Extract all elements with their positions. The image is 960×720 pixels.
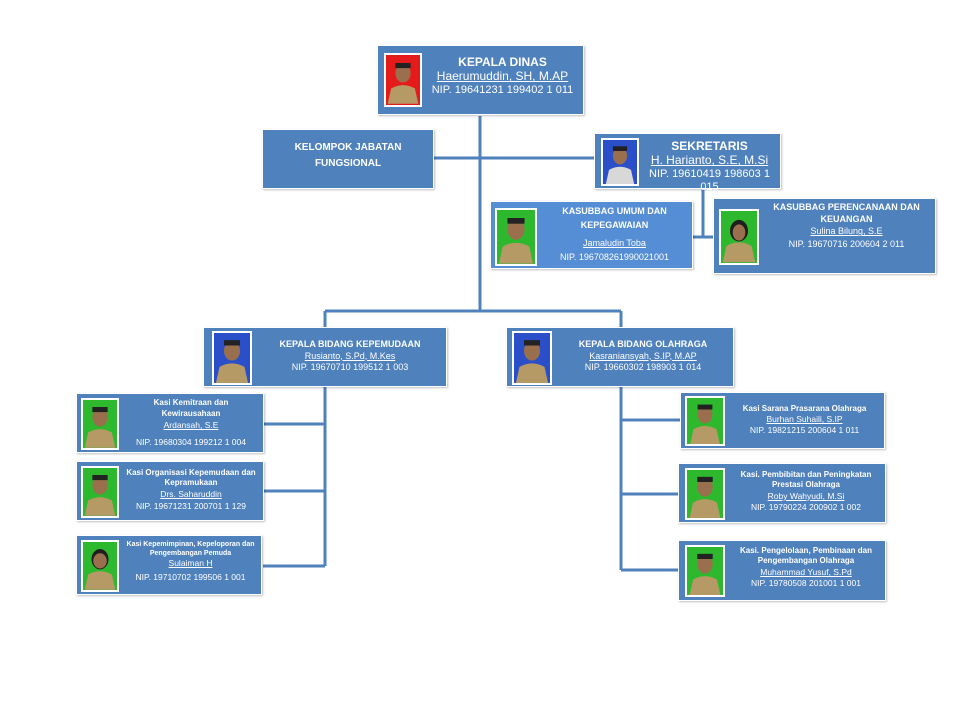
kasi-pengelolaan-box: Kasi. Pengelolaan, Pembinaan dan Pengemb… bbox=[678, 540, 886, 601]
kasi-kepemimpinan-name: Sulaiman H bbox=[168, 558, 213, 569]
kasi-kepemimpinan-photo bbox=[81, 540, 119, 592]
person-silhouette-icon bbox=[84, 475, 116, 516]
kasi-organisasi-photo bbox=[81, 466, 119, 518]
kasi-sarana-name: Burhan Suhaili, S.IP bbox=[766, 414, 843, 425]
kabid-olahraga-box: KEPALA BIDANG OLAHRAGA Kasraniansyah, S.… bbox=[506, 327, 734, 387]
person-silhouette-icon bbox=[84, 549, 116, 590]
kabid-olahraga-photo bbox=[512, 331, 552, 385]
person-silhouette-icon bbox=[605, 146, 635, 184]
kasubbag-perencanaan-nip: NIP. 19670716 200604 2 011 bbox=[788, 239, 905, 250]
sekretaris-nip: NIP. 19610419 198603 1 015 bbox=[649, 167, 770, 193]
kelompok-jabatan-fungsional-box: KELOMPOK JABATAN FUNGSIONAL bbox=[262, 129, 434, 189]
kasi-pembibitan-name: Roby Wahyudi, M.Si bbox=[767, 490, 845, 501]
sekretaris-photo bbox=[601, 138, 639, 186]
kasi-pembibitan-photo bbox=[685, 468, 725, 520]
person-silhouette-icon bbox=[84, 407, 116, 448]
kasi-kepemimpinan-title: Kasi Kepemimpinan, Kepeloporan dan Penge… bbox=[126, 541, 255, 558]
person-silhouette-icon bbox=[515, 340, 549, 383]
kepala-dinas-name: Haerumuddin, SH, M.AP bbox=[436, 69, 569, 84]
kepala-dinas-title: KEPALA DINAS bbox=[458, 55, 547, 69]
kasi-pengelolaan-photo bbox=[685, 545, 725, 597]
kasubbag-umum-box: KASUBBAG UMUM DAN KEPEGAWAIAN Jamaludin … bbox=[490, 201, 693, 269]
kasi-kemitraan-title: Kasi Kemitraan dan Kewirausahaan bbox=[153, 398, 229, 418]
kasi-sarana-photo bbox=[685, 396, 725, 446]
person-silhouette-icon bbox=[690, 404, 720, 444]
kepala-dinas-nip: NIP. 19641231 199402 1 011 bbox=[431, 83, 574, 96]
sekretaris-box: SEKRETARIS H. Harianto, S.E, M.Si NIP. 1… bbox=[594, 133, 781, 193]
kabid-kepemudaan-nip: NIP. 19670710 199512 1 003 bbox=[291, 362, 409, 373]
kasubbag-umum-name: Jamaludin Toba bbox=[583, 238, 646, 248]
kasi-sarana-box: Kasi Sarana Prasarana Olahraga Burhan Su… bbox=[680, 392, 885, 449]
person-silhouette-icon bbox=[722, 219, 756, 263]
kasubbag-perencanaan-box: KASUBBAG PERENCANAAN DAN KEUANGAN Sulina… bbox=[713, 198, 936, 274]
kasi-pembibitan-box: Kasi. Pembibitan dan Peningkatan Prestas… bbox=[678, 463, 886, 523]
fungsional-line-1: KELOMPOK JABATAN bbox=[294, 142, 402, 153]
sekretaris-name: H. Harianto, S.E, M.Si bbox=[650, 153, 769, 168]
kasi-organisasi-title: Kasi Organisasi Kepemudaan dan Kepramuka… bbox=[126, 468, 256, 488]
kasi-sarana-title: Kasi Sarana Prasarana Olahraga bbox=[742, 404, 867, 413]
kasi-sarana-nip: NIP. 19821215 200604 1 011 bbox=[749, 425, 860, 436]
kabid-kepemudaan-title: KEPALA BIDANG KEPEMUDAAN bbox=[279, 339, 421, 349]
kasi-pengelolaan-title: Kasi. Pengelolaan, Pembinaan dan Pengemb… bbox=[739, 546, 873, 566]
person-silhouette-icon bbox=[387, 63, 419, 104]
kasi-kemitraan-nip: NIP. 19680304 199212 1 004 bbox=[136, 436, 246, 447]
kasubbag-umum-photo bbox=[495, 208, 537, 266]
person-silhouette-icon bbox=[498, 218, 534, 264]
person-silhouette-icon bbox=[689, 553, 721, 595]
kasi-kemitraan-name: Ardansah, S.E bbox=[163, 419, 219, 430]
kabid-olahraga-title: KEPALA BIDANG OLAHRAGA bbox=[578, 339, 708, 349]
kasubbag-perencanaan-photo bbox=[719, 209, 759, 265]
kabid-olahraga-name: Kasraniansyah, S.IP, M.AP bbox=[589, 350, 697, 361]
kasubbag-umum-title: KASUBBAG UMUM DAN KEPEGAWAIAN bbox=[562, 206, 667, 230]
kabid-kepemudaan-photo bbox=[212, 331, 252, 385]
kabid-kepemudaan-box: KEPALA BIDANG KEPEMUDAAN Rusianto, S.Pd,… bbox=[203, 327, 447, 387]
kasi-kemitraan-photo bbox=[81, 398, 119, 450]
person-silhouette-icon bbox=[689, 476, 721, 518]
sekretaris-title: SEKRETARIS bbox=[671, 139, 748, 153]
kasubbag-umum-nip: NIP. 196708261990021001 bbox=[560, 251, 669, 262]
kasi-pengelolaan-name: Muhammad Yusuf, S.Pd bbox=[760, 566, 852, 577]
kasi-organisasi-box: Kasi Organisasi Kepemudaan dan Kepramuka… bbox=[76, 461, 264, 521]
kepala-dinas-photo bbox=[384, 53, 422, 107]
kasi-pembibitan-title: Kasi. Pembibitan dan Peningkatan Prestas… bbox=[740, 470, 872, 490]
kasubbag-perencanaan-name: Sulina Bilung, S.E bbox=[810, 226, 883, 237]
kabid-kepemudaan-name: Rusianto, S.Pd, M.Kes bbox=[304, 350, 396, 361]
kasubbag-perencanaan-title: KASUBBAG PERENCANAAN DAN KEUANGAN bbox=[773, 202, 920, 225]
kasi-pengelolaan-nip: NIP. 19780508 201001 1 001 bbox=[751, 577, 861, 588]
kasi-pembibitan-nip: NIP. 19790224 200902 1 002 bbox=[751, 501, 861, 512]
person-silhouette-icon bbox=[215, 340, 249, 383]
kasi-organisasi-nip: NIP. 19671231 200701 1 129 bbox=[136, 500, 246, 511]
kasi-kepemimpinan-nip: NIP. 19710702 199506 1 001 bbox=[135, 572, 246, 583]
fungsional-line-2: FUNGSIONAL bbox=[314, 158, 382, 169]
kepala-dinas-box: KEPALA DINAS Haerumuddin, SH, M.AP NIP. … bbox=[377, 45, 584, 115]
kabid-olahraga-nip: NIP. 19660302 198903 1 014 bbox=[584, 362, 702, 373]
kasi-kemitraan-box: Kasi Kemitraan dan Kewirausahaan Ardansa… bbox=[76, 393, 264, 453]
kasi-kepemimpinan-box: Kasi Kepemimpinan, Kepeloporan dan Penge… bbox=[76, 535, 262, 595]
kasi-organisasi-name: Drs. Saharuddin bbox=[160, 488, 222, 499]
